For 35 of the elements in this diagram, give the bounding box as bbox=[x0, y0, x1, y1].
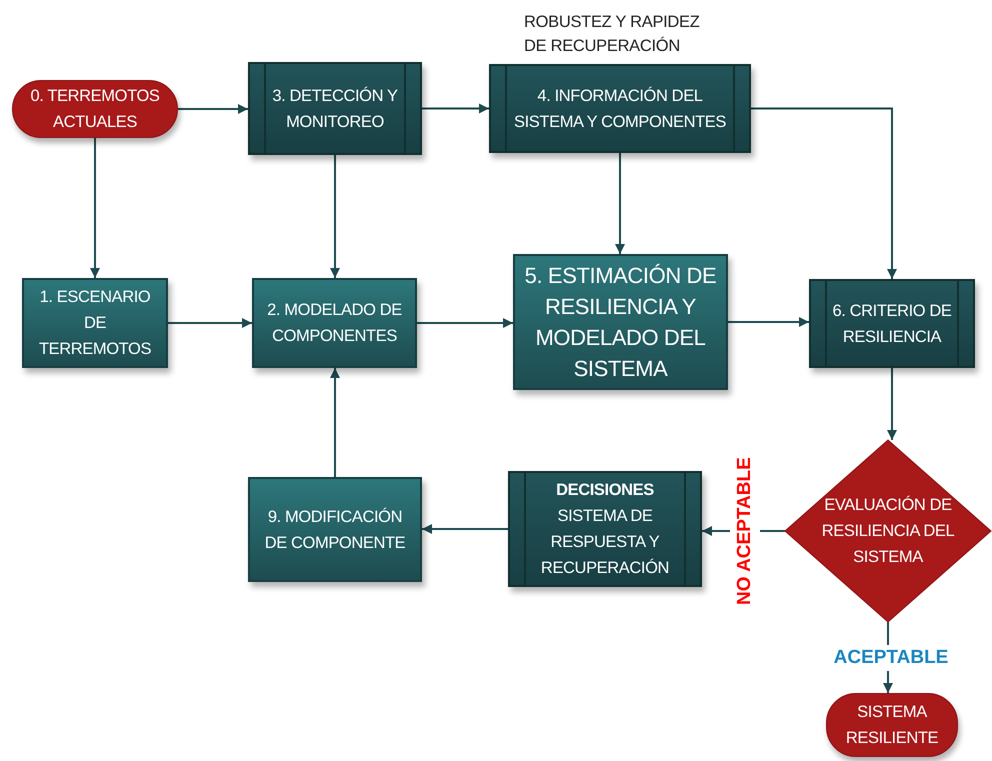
process-box bbox=[513, 254, 728, 390]
connector-arrow bbox=[168, 318, 252, 328]
predefined-process-box bbox=[248, 62, 422, 155]
connector-arrow bbox=[728, 317, 809, 327]
node-text: SISTEMA DE RESPUESTA Y RECUPERACIÓN bbox=[540, 506, 670, 579]
node-text: DECISIONES bbox=[556, 480, 654, 501]
connector-arrow bbox=[178, 104, 248, 114]
node-text: 4. INFORMACIÓN DEL SISTEMA Y COMPONENTES bbox=[513, 86, 727, 132]
connector-arrow bbox=[422, 104, 489, 114]
node-text: 1. ESCENARIO DE TERREMOTOS bbox=[38, 287, 152, 360]
predefined-process-box bbox=[809, 279, 975, 368]
node-text: 0. TERREMOTOS ACTUALES bbox=[30, 86, 160, 133]
connector-arrow bbox=[90, 138, 100, 278]
decision-diamond bbox=[785, 440, 991, 622]
node-text: 2. MODELADO DE COMPONENTES bbox=[266, 300, 403, 347]
process-box bbox=[252, 278, 417, 368]
connector-arrow bbox=[417, 318, 513, 328]
node-text: 6. CRITERIO DE RESILIENCIA bbox=[831, 300, 953, 348]
node-text: EVALUACIÓN DE RESILIENCIA DEL SISTEMA bbox=[820, 494, 956, 568]
connector-arrow bbox=[330, 368, 340, 477]
node-caption: ROBUSTEZ Y RAPIDEZ DE RECUPERACIÓN bbox=[524, 12, 701, 57]
node-text: 5. ESTIMACIÓN DE RESILIENCIA Y MODELADO DEL SISTEMA bbox=[524, 262, 718, 383]
connector-arrow bbox=[615, 153, 625, 254]
predefined-process-box bbox=[508, 471, 702, 587]
terminal-pill bbox=[826, 693, 958, 757]
process-box bbox=[248, 477, 422, 582]
node-text: 3. DETECCIÓN Y MONITOREO bbox=[271, 86, 399, 132]
node-text: 9. MODIFICACIÓN DE COMPONENTE bbox=[264, 506, 406, 554]
terminal-pill bbox=[12, 80, 178, 138]
process-box bbox=[22, 278, 168, 368]
connector-arrow bbox=[330, 155, 340, 278]
node-text: SISTEMA RESILIENTE bbox=[844, 702, 940, 749]
connector-arrow bbox=[751, 108, 897, 279]
connector-arrow bbox=[887, 368, 897, 440]
connector-arrow bbox=[422, 524, 508, 534]
